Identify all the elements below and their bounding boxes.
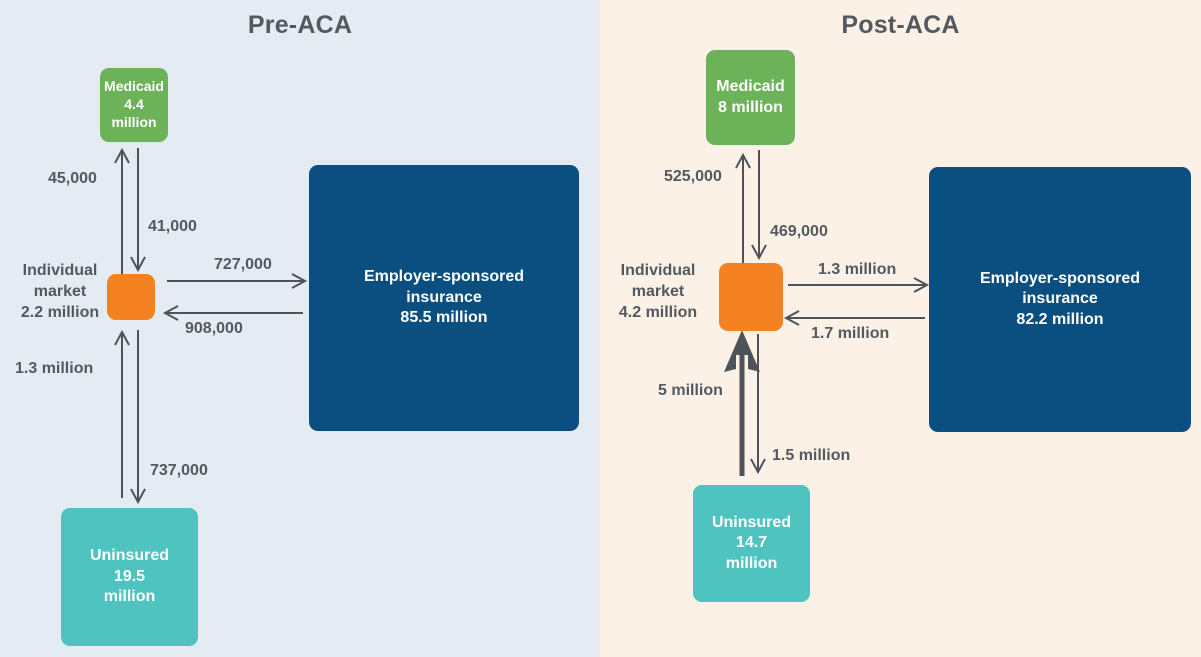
node-medicaid-post-line1: Medicaid bbox=[716, 78, 785, 96]
label-individual-market-pre-line2: market bbox=[33, 282, 87, 300]
label-individual-market-pre: Individual market 2.2 million bbox=[0, 261, 120, 323]
arrow-ind-to-uninsured-post bbox=[750, 334, 766, 475]
node-uninsured-post-line3: million bbox=[725, 554, 778, 572]
node-uninsured-post-line1: Uninsured bbox=[711, 513, 792, 531]
flow-label-medicaid-to-ind-pre: 41,000 bbox=[148, 218, 197, 235]
node-uninsured-pre-line1: Uninsured bbox=[89, 547, 170, 565]
node-uninsured-pre[interactable]: Uninsured 19.5 million bbox=[61, 508, 198, 646]
arrow-ind-to-esi-pre bbox=[167, 273, 308, 289]
flow-label-esi-to-ind-pre: 908,000 bbox=[185, 320, 243, 337]
panel-pre-aca: Pre-ACA bbox=[0, 0, 600, 657]
label-individual-market-post-line2: market bbox=[631, 282, 685, 300]
arrow-esi-to-ind-post bbox=[783, 310, 925, 326]
node-esi-pre-line3: 85.5 million bbox=[400, 309, 488, 327]
label-individual-market-post-line1: Individual bbox=[620, 262, 696, 279]
node-medicaid-pre-line2: 4.4 bbox=[124, 96, 144, 113]
node-esi-pre-line2: insurance bbox=[406, 288, 482, 306]
node-medicaid-post-line2: 8 million bbox=[718, 98, 783, 116]
arrow-uninsured-to-ind-post bbox=[724, 330, 760, 476]
arrow-medicaid-to-ind-pre bbox=[130, 148, 146, 273]
flow-label-esi-to-ind-post: 1.7 million bbox=[811, 325, 890, 342]
flow-label-ind-to-medicaid-post: 525,000 bbox=[664, 168, 722, 185]
node-medicaid-pre[interactable]: Medicaid 4.4 million bbox=[100, 68, 168, 142]
node-medicaid-pre-line1: Medicaid bbox=[104, 78, 164, 95]
flow-label-ind-to-uninsured-post: 1.5 million bbox=[772, 447, 851, 464]
node-individual-market-pre[interactable] bbox=[107, 274, 155, 320]
panel-title-pre-aca: Pre-ACA bbox=[247, 11, 353, 39]
flow-label-ind-to-uninsured-pre: 737,000 bbox=[150, 462, 208, 479]
node-uninsured-pre-text: Uninsured 19.5 million bbox=[90, 546, 169, 607]
node-medicaid-pre-line3: million bbox=[111, 113, 157, 130]
arrow-esi-to-ind-pre bbox=[162, 305, 303, 321]
flow-label-ind-to-medicaid-pre: 45,000 bbox=[48, 170, 97, 187]
arrow-uninsured-to-ind-pre bbox=[114, 329, 130, 498]
node-uninsured-pre-line2: 19.5 bbox=[113, 567, 146, 585]
flow-label-uninsured-to-ind-pre: 1.3 million bbox=[15, 360, 94, 377]
flow-label-medicaid-to-ind-post: 469,000 bbox=[770, 223, 828, 240]
node-esi-pre[interactable]: Employer-sponsored insurance 85.5 millio… bbox=[309, 165, 579, 431]
node-esi-post-line2: insurance bbox=[1022, 290, 1098, 308]
arrow-ind-to-esi-post bbox=[788, 277, 930, 293]
node-medicaid-post[interactable]: Medicaid 8 million bbox=[706, 50, 795, 145]
label-individual-market-pre-line3: 2.2 million bbox=[20, 303, 100, 321]
node-uninsured-post-text: Uninsured 14.7 million bbox=[712, 513, 791, 574]
flow-label-ind-to-esi-post: 1.3 million bbox=[818, 261, 897, 278]
node-uninsured-post[interactable]: Uninsured 14.7 million bbox=[693, 485, 810, 602]
node-uninsured-post-line2: 14.7 bbox=[735, 534, 768, 552]
node-esi-pre-text: Employer-sponsored insurance 85.5 millio… bbox=[364, 267, 524, 328]
arrow-medicaid-to-ind-post bbox=[751, 150, 767, 261]
node-esi-post-line3: 82.2 million bbox=[1016, 310, 1104, 328]
node-uninsured-pre-line3: million bbox=[103, 588, 156, 606]
label-individual-market-pre-line1: Individual bbox=[22, 262, 98, 279]
node-medicaid-pre-text: Medicaid 4.4 million bbox=[104, 78, 164, 132]
node-medicaid-post-text: Medicaid 8 million bbox=[716, 77, 784, 118]
flow-label-uninsured-to-ind-post: 5 million bbox=[658, 382, 723, 399]
node-esi-post[interactable]: Employer-sponsored insurance 82.2 millio… bbox=[929, 167, 1191, 432]
arrow-ind-to-uninsured-pre bbox=[130, 330, 146, 505]
node-esi-pre-line1: Employer-sponsored bbox=[363, 268, 525, 286]
flow-label-ind-to-esi-pre: 727,000 bbox=[214, 256, 272, 273]
node-esi-post-line1: Employer-sponsored bbox=[979, 269, 1141, 287]
panel-post-aca: Post-ACA bbox=[600, 0, 1201, 657]
node-esi-post-text: Employer-sponsored insurance 82.2 millio… bbox=[980, 269, 1140, 330]
label-individual-market-post: Individual market 4.2 million bbox=[600, 261, 716, 323]
arrow-ind-to-medicaid-post bbox=[735, 152, 751, 263]
panel-title-post-aca: Post-ACA bbox=[841, 11, 960, 39]
node-individual-market-post[interactable] bbox=[719, 263, 783, 331]
arrow-ind-to-medicaid-pre bbox=[114, 147, 130, 274]
label-individual-market-post-line3: 4.2 million bbox=[618, 303, 698, 321]
